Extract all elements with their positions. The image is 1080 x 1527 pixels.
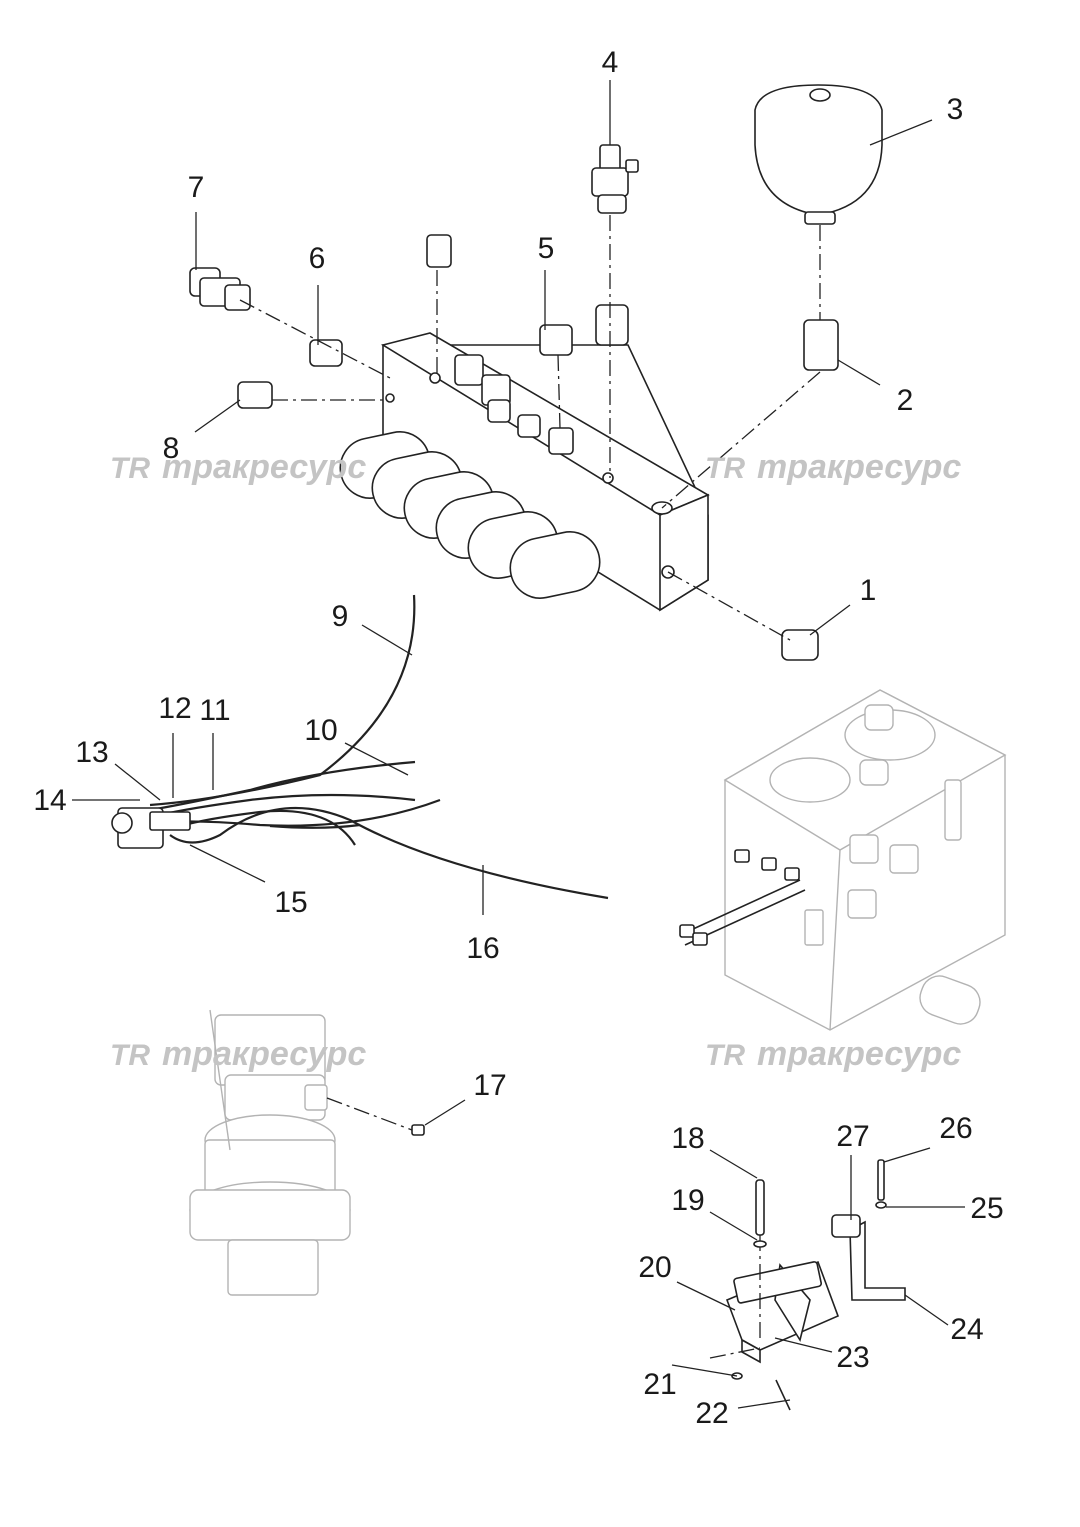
callout-16: 16 — [466, 932, 499, 965]
watermark-logo: TR — [705, 452, 745, 485]
adapter-4b — [595, 304, 629, 346]
swing-motor — [189, 1009, 351, 1296]
callout-6: 6 — [309, 242, 326, 275]
callout-17: 17 — [473, 1069, 506, 1102]
callout-21: 21 — [643, 1368, 676, 1401]
adapter-6 — [309, 339, 343, 367]
callout-22: 22 — [695, 1397, 728, 1430]
callout-9: 9 — [332, 600, 349, 633]
callout-18: 18 — [671, 1122, 704, 1155]
callout-25: 25 — [970, 1192, 1003, 1225]
watermark-text: тракресурс — [162, 448, 366, 486]
callout-27: 27 — [836, 1120, 869, 1153]
watermark-top-right: TR тракресурс — [705, 448, 961, 486]
valve-cylinders — [339, 431, 601, 599]
watermark-logo: TR — [705, 1039, 745, 1072]
watermark-text: тракресурс — [162, 1035, 366, 1073]
bracket-assembly — [709, 1159, 906, 1411]
callout-11: 11 — [199, 694, 230, 727]
callout-3: 3 — [947, 93, 964, 126]
adapter-2 — [803, 319, 839, 371]
watermark-bottom-left: TR тракресурс — [110, 1035, 366, 1073]
callout-5: 5 — [538, 232, 555, 265]
watermark-text: тракресурс — [757, 1035, 961, 1073]
pressure-switch-7 — [189, 267, 251, 311]
plug-1 — [781, 629, 819, 661]
callout-7: 7 — [188, 171, 205, 204]
callout-4: 4 — [602, 46, 619, 79]
callout-2: 2 — [897, 384, 914, 417]
callout-1: 1 — [860, 574, 877, 607]
callout-8: 8 — [163, 432, 180, 465]
callout-20: 20 — [638, 1251, 671, 1284]
callout-10: 10 — [304, 714, 337, 747]
adapter-8 — [237, 381, 273, 409]
adapter-top — [426, 234, 452, 268]
watermark-bottom-right: TR тракресурс — [705, 1035, 961, 1073]
callout-15: 15 — [274, 886, 307, 919]
watermark-logo: TR — [110, 452, 150, 485]
watermark-text: тракресурс — [757, 448, 961, 486]
watermark-logo: TR — [110, 1039, 150, 1072]
callout-24: 24 — [950, 1313, 983, 1346]
callout-13: 13 — [75, 736, 108, 769]
fitting-17 — [411, 1124, 425, 1136]
hose-bundle — [111, 594, 609, 900]
callout-14: 14 — [33, 784, 66, 817]
callout-labels: 1 2 3 4 5 6 7 8 9 10 11 12 13 14 15 16 1… — [33, 46, 1003, 1430]
callout-19: 19 — [671, 1184, 704, 1217]
watermark-top-left: TR тракресурс — [110, 448, 366, 486]
manifold-block — [339, 332, 710, 612]
leader-lines — [72, 80, 965, 1409]
accumulator — [754, 84, 883, 225]
callout-26: 26 — [939, 1112, 972, 1145]
adapter-5b — [548, 427, 574, 455]
elbow-5 — [539, 324, 573, 356]
callout-12: 12 — [158, 692, 191, 725]
callout-23: 23 — [836, 1341, 869, 1374]
pressure-fitting-4 — [591, 144, 639, 214]
hydraulic-tank — [679, 689, 1007, 1031]
